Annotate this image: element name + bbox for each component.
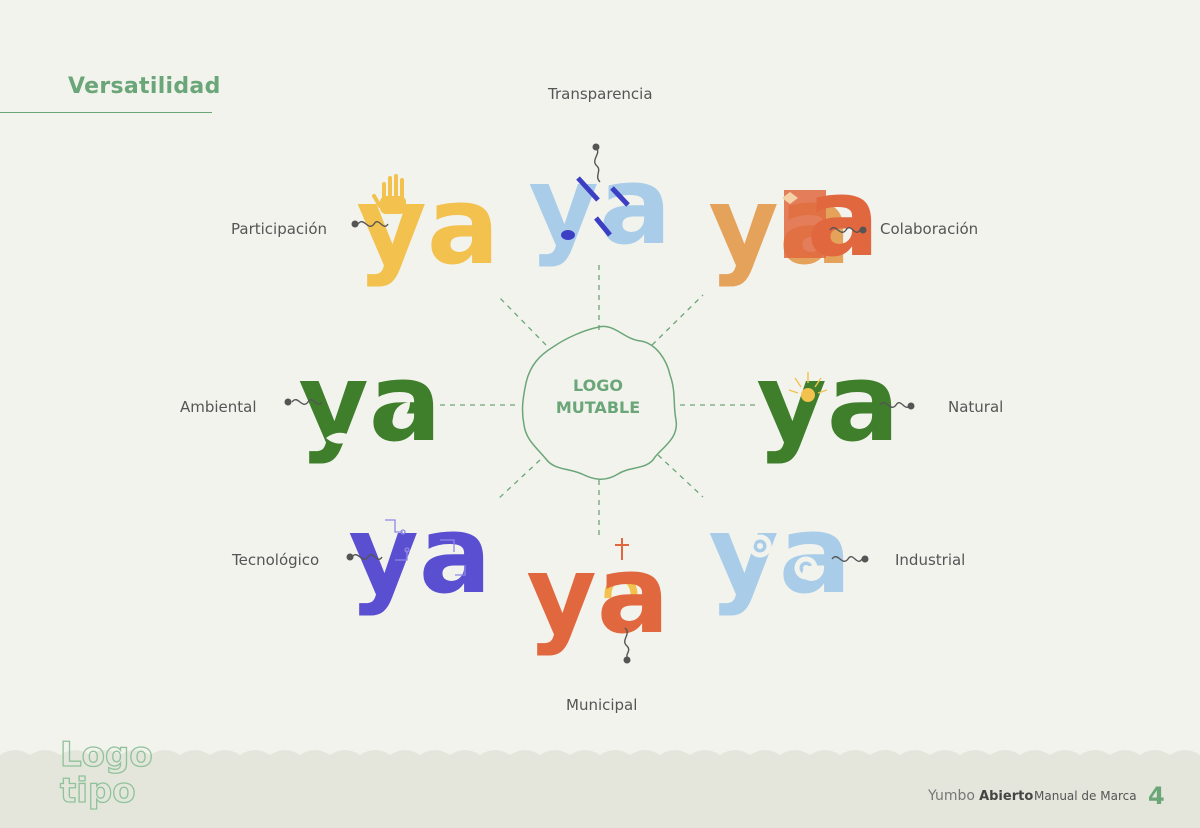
cross-icon: [615, 538, 629, 560]
footer-manual: Manual de Marca: [1034, 789, 1137, 803]
logo-variant-ambiental: ya: [284, 341, 442, 466]
title-divider: [0, 112, 212, 113]
center-label: LOGO MUTABLE: [510, 375, 686, 419]
leaf-icon: [326, 402, 410, 444]
svg-text:ya: ya: [298, 341, 441, 466]
label-transparencia: Transparencia: [548, 85, 653, 103]
hand-icon: [372, 174, 406, 214]
corner-title-line2: tipo: [60, 771, 136, 810]
label-colaboracion: Colaboración: [880, 220, 979, 238]
logo-variant-colaboracion: ya ya: [708, 156, 879, 289]
section-title: Versatilidad: [68, 74, 221, 99]
label-ambiental: Ambiental: [180, 398, 257, 416]
eye-icon: [561, 230, 575, 240]
corner-title-line1: Logo: [60, 735, 153, 775]
logo-mutable-badge: [521, 325, 678, 480]
circuit-icon: [385, 519, 466, 576]
center-label-line2: MUTABLE: [555, 398, 641, 417]
footer-brand-light: Yumbo: [928, 788, 975, 804]
center-label-line1: LOGO: [573, 376, 623, 395]
footer-brand-bold: Abierto: [979, 789, 1034, 804]
label-industrial: Industrial: [895, 551, 966, 569]
label-tecnologico: Tecnológico: [232, 551, 320, 569]
logo-variant-natural: ya: [756, 341, 915, 466]
label-natural: Natural: [948, 398, 1004, 416]
gear-icon: [748, 534, 818, 580]
footer-corner-title: Logo tipo: [59, 734, 153, 810]
footer-wave: [0, 750, 1200, 828]
svg-text:ya: ya: [528, 144, 671, 269]
page-number: 4: [1148, 782, 1165, 810]
logo-variant-participacion: ya: [351, 164, 500, 289]
label-municipal: Municipal: [566, 696, 638, 714]
footer-brand: Yumbo Abierto: [928, 788, 1033, 804]
svg-text:ya: ya: [708, 164, 851, 289]
diagram-spokes: [440, 265, 760, 535]
svg-text:ya: ya: [708, 493, 851, 618]
label-participacion: Participación: [231, 220, 328, 238]
logo-variant-industrial: ya: [708, 493, 869, 618]
logo-variant-transparencia: ya: [528, 143, 672, 269]
svg-text:ya: ya: [756, 341, 899, 466]
logo-variant-municipal: ya: [526, 533, 670, 664]
handshake-icon: [782, 192, 798, 204]
sun-icon: [788, 372, 828, 402]
svg-text:ya: ya: [526, 533, 669, 658]
svg-text:ya: ya: [356, 164, 499, 289]
logo-variant-tecnologico: ya: [346, 493, 492, 618]
